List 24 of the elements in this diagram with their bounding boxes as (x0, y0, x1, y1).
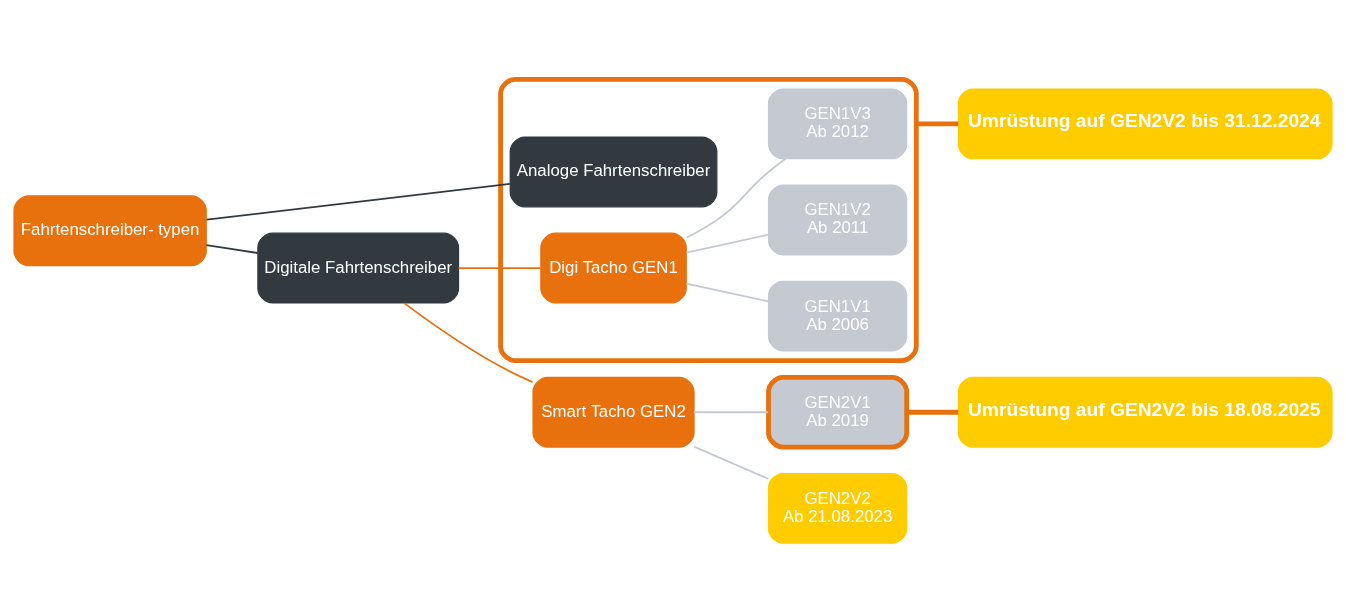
connector (685, 282, 770, 303)
node-box: Umrüstung auf GEN2V2 bis 18.08.2025 (957, 376, 1333, 448)
node-box: GEN2V1 Ab 2019 (766, 375, 910, 450)
node-box: Umrüstung auf GEN2V2 bis 31.12.2024 (957, 88, 1333, 160)
cluster (498, 77, 919, 363)
connector (205, 244, 259, 254)
node-box: Digi Tacho GEN1 (540, 232, 687, 304)
connector (685, 157, 787, 239)
connector (693, 411, 770, 414)
node-box: GEN1V2 Ab 2011 (767, 184, 908, 256)
connector (403, 302, 534, 384)
connector (906, 409, 959, 415)
connector (916, 121, 959, 127)
node-box: Smart Tacho GEN2 (532, 376, 695, 448)
node-box: GEN1V1 Ab 2006 (767, 280, 908, 352)
node-box: Digitale Fahrtenschreiber (257, 232, 460, 304)
connector (693, 445, 770, 480)
node-box: GEN2V2 Ab 21.08.2023 (767, 472, 908, 544)
node-box: Analoge Fahrtenschreiber (509, 136, 718, 208)
connector (685, 233, 770, 254)
connector (205, 183, 511, 221)
node-box: GEN1V3 Ab 2012 (767, 88, 908, 160)
connector (457, 267, 542, 269)
node-box: Fahrtenschreiber- typen (13, 195, 207, 267)
